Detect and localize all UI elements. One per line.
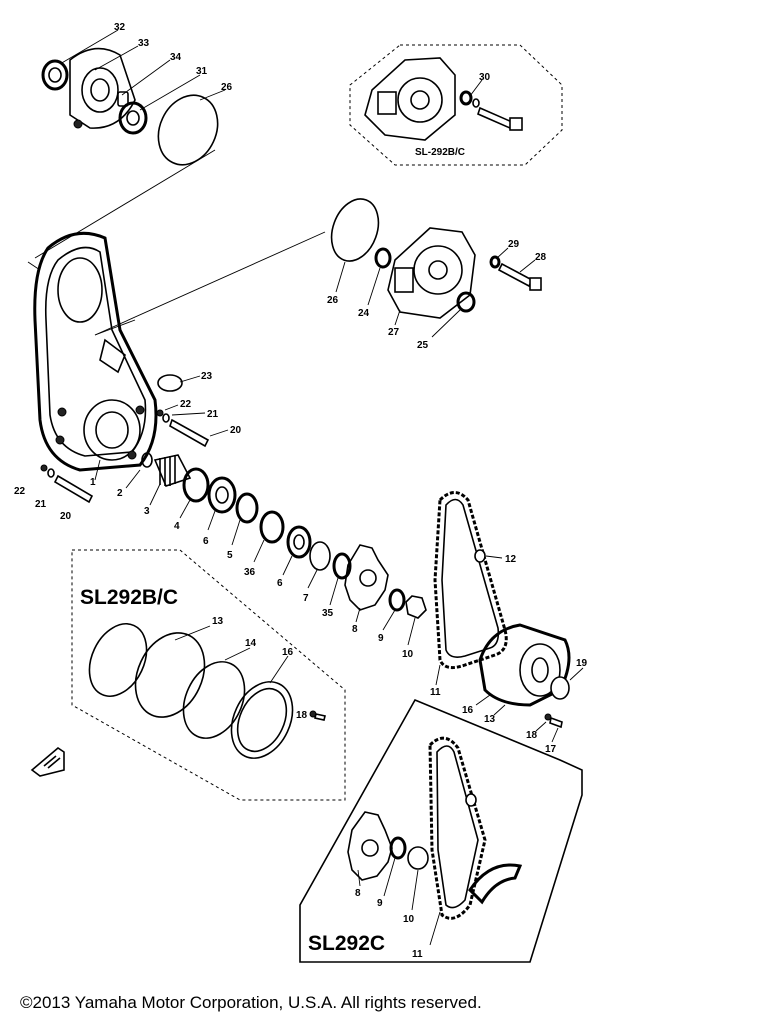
- sprocket-hub: [475, 623, 584, 743]
- callout-21: 21: [207, 409, 219, 420]
- callout-22: 22: [180, 399, 192, 410]
- callout-6: 6: [277, 578, 283, 589]
- front-arrow-icon: [30, 747, 65, 777]
- callout-6: 6: [203, 536, 209, 547]
- callout-21: 21: [35, 499, 47, 510]
- bottom-variant-box: SL292C: [299, 698, 583, 963]
- callout-11: 11: [430, 687, 441, 698]
- inset-octagon: SL-292B/C: [349, 44, 563, 166]
- right-upper-leaders: [335, 247, 536, 338]
- left-box-title: SL292B/C: [80, 586, 178, 609]
- copyright-notice: ©2013 Yamaha Motor Corporation, U.S.A. A…: [20, 993, 482, 1012]
- callout-18: 18: [296, 710, 308, 721]
- connection-lines: [27, 149, 326, 336]
- callout-7: 7: [303, 593, 309, 604]
- bottom-box-title: SL292C: [308, 932, 385, 955]
- callout-8: 8: [352, 624, 358, 635]
- callout-10: 10: [403, 914, 415, 925]
- inset-variant-label: SL-292B/C: [415, 147, 465, 158]
- callout-3: 3: [144, 506, 150, 517]
- callout-16: 16: [282, 647, 294, 658]
- callout-16: 16: [462, 705, 474, 716]
- callout-25: 25: [417, 340, 429, 351]
- callout-31: 31: [196, 66, 208, 77]
- right-upper-cover-assembly: [330, 198, 542, 319]
- cover-fasteners: [40, 374, 229, 504]
- callout-23: 23: [201, 371, 213, 382]
- callout-8: 8: [355, 888, 361, 899]
- callout-2: 2: [117, 488, 123, 499]
- callout-30: 30: [479, 72, 491, 83]
- callout-18: 18: [526, 730, 538, 741]
- callout-4: 4: [174, 521, 180, 532]
- callout-20: 20: [230, 425, 242, 436]
- chain-case-cover: [33, 231, 158, 472]
- callout-27: 27: [388, 327, 400, 338]
- callout-29: 29: [508, 239, 520, 250]
- callout-11: 11: [412, 949, 423, 960]
- callout-1: 1: [90, 477, 96, 488]
- callout-26: 26: [221, 82, 233, 93]
- callout-10: 10: [402, 649, 414, 660]
- callout-36: 36: [244, 567, 256, 578]
- drive-chain: [433, 491, 508, 686]
- callout-9: 9: [377, 898, 383, 909]
- callout-13: 13: [484, 714, 496, 725]
- callout-5: 5: [227, 550, 233, 561]
- top-left-bearing-assembly: [41, 47, 219, 166]
- callout-12: 12: [505, 554, 517, 565]
- callout-35: 35: [322, 608, 334, 619]
- callout-14: 14: [245, 638, 257, 649]
- shaft-leaders: [94, 459, 416, 646]
- callout-labels: 32 33 34 31 26 30 29 28 26 24 27 25 23 2…: [14, 22, 588, 960]
- shaft-components: [141, 452, 427, 619]
- callout-20: 20: [60, 511, 72, 522]
- callout-17: 17: [545, 744, 557, 755]
- callout-22: 22: [14, 486, 26, 497]
- callout-19: 19: [576, 658, 588, 669]
- left-variant-box: SL292B/C: [71, 549, 346, 801]
- callout-13: 13: [212, 616, 224, 627]
- callout-26: 26: [327, 295, 339, 306]
- callout-33: 33: [138, 38, 150, 49]
- callout-24: 24: [358, 308, 370, 319]
- top-left-leaders: [59, 29, 226, 111]
- callout-34: 34: [170, 52, 182, 63]
- callout-9: 9: [378, 633, 384, 644]
- callout-28: 28: [535, 252, 547, 263]
- callout-32: 32: [114, 22, 126, 33]
